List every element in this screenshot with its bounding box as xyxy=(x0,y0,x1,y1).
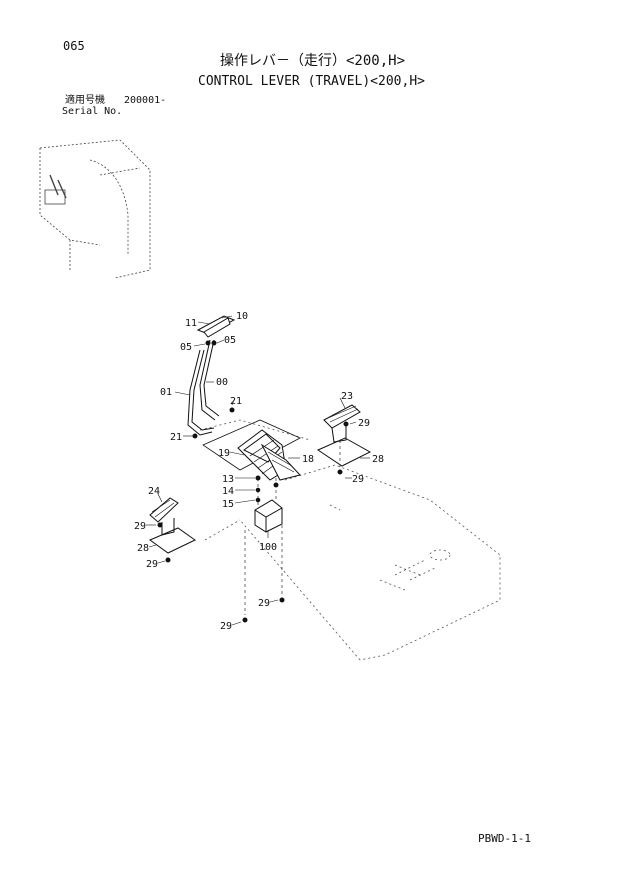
callout-21-upper: 21 xyxy=(230,396,242,407)
callout-29-right-lower: 29 xyxy=(352,474,364,485)
lever-mount-plate xyxy=(202,419,301,471)
floor-plate xyxy=(199,419,501,661)
footer-code: PBWD-1-1 xyxy=(478,832,531,845)
bolts xyxy=(157,340,349,623)
callout-19: 19 xyxy=(218,448,230,459)
serial-label-english: Serial No. xyxy=(62,106,123,117)
pilot-valve xyxy=(254,499,283,533)
serial-label-japanese: 適用号機 xyxy=(65,95,105,106)
right-pedal xyxy=(316,404,372,467)
callout-00: 00 xyxy=(216,377,228,388)
cab-thumbnail xyxy=(39,139,151,279)
callout-05-left: 05 xyxy=(180,342,192,353)
callout-24: 24 xyxy=(148,486,160,497)
callout-13: 13 xyxy=(222,474,234,485)
title-japanese: 操作レバ－（走行）<200,H> xyxy=(220,53,406,69)
title-english: CONTROL LEVER (TRAVEL)<200,H> xyxy=(198,74,425,89)
callout-28-right: 28 xyxy=(372,454,384,465)
callout-15: 15 xyxy=(222,499,234,510)
page-number: 065 xyxy=(63,39,85,53)
callout-28-left: 28 xyxy=(137,543,149,554)
lever-grips xyxy=(196,315,236,338)
callout-18: 18 xyxy=(302,454,314,465)
lever-pedal-assembly xyxy=(237,429,301,481)
callout-05-right: 05 xyxy=(224,335,236,346)
callout-14: 14 xyxy=(222,486,234,497)
callout-29-left-upper: 29 xyxy=(134,521,146,532)
travel-levers xyxy=(187,339,220,436)
callout-29-right-upper: 29 xyxy=(358,418,370,429)
callout-29-left-lower: 29 xyxy=(146,559,158,570)
callout-10: 10 xyxy=(236,311,248,322)
callout-numbers: 11 10 05 05 00 01 21 21 19 18 23 29 28 2… xyxy=(134,311,384,632)
callout-11: 11 xyxy=(185,318,197,329)
callout-01: 01 xyxy=(160,387,172,398)
callout-100: 100 xyxy=(259,542,277,553)
callout-23: 23 xyxy=(341,391,353,402)
left-pedal xyxy=(148,497,196,554)
callout-21-lower: 21 xyxy=(170,432,182,443)
callout-29-bottom: 29 xyxy=(220,621,232,632)
callout-29-center: 29 xyxy=(258,598,270,609)
leader-lines xyxy=(146,315,370,626)
serial-value: 200001- xyxy=(124,95,167,106)
